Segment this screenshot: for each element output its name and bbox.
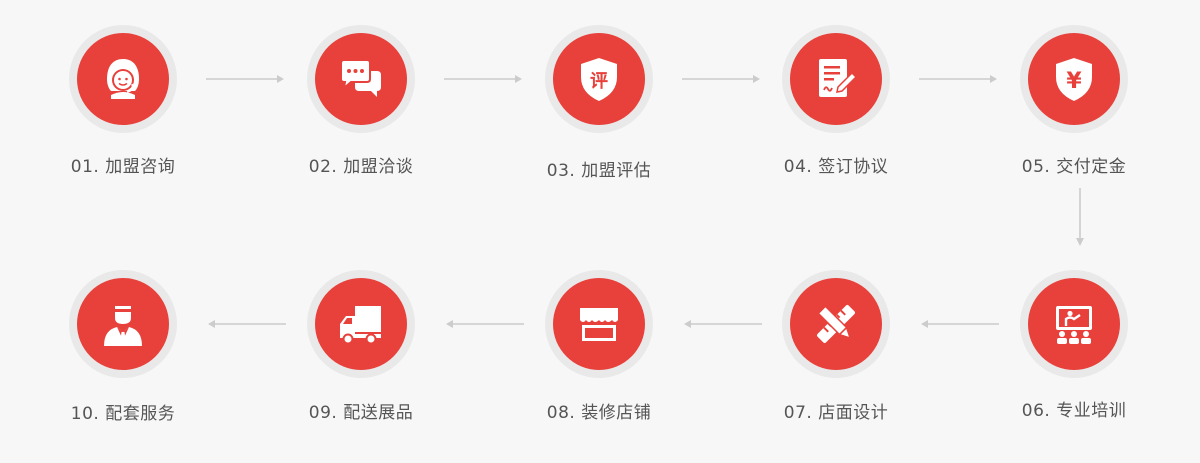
step-label: 10. 配套服务: [70, 404, 176, 424]
step-label: 08. 装修店铺: [546, 403, 652, 423]
arrow-left-icon: [208, 320, 286, 328]
arrow-left-icon: [684, 320, 762, 328]
service-staff-icon: [104, 306, 142, 346]
arrow-right-icon: [206, 75, 284, 83]
arrow-right-icon: [444, 75, 522, 83]
shield-badge-text: 评: [590, 71, 608, 92]
step-label: 07. 店面设计: [783, 403, 889, 423]
arrow-right-icon: [919, 75, 997, 83]
evaluation-shield-icon: 评: [581, 58, 617, 101]
step-label: 06. 专业培训: [1021, 401, 1127, 421]
pencil-ruler-icon: [817, 305, 855, 343]
storefront-icon: [580, 308, 618, 341]
step-label: 01. 加盟咨询: [70, 157, 176, 177]
chat-bubbles-icon: [340, 59, 381, 97]
step-label: 09. 配送展品: [308, 403, 414, 423]
arrow-right-icon: [682, 75, 760, 83]
step-label: 02. 加盟洽谈: [308, 157, 414, 177]
arrow-left-icon: [446, 320, 524, 328]
yen-shield-icon: ¥: [1056, 58, 1092, 101]
sign-contract-icon: [819, 59, 858, 97]
arrow-down-icon: [1076, 188, 1084, 246]
step-label: 03. 加盟评估: [546, 161, 652, 181]
customer-service-icon: [107, 59, 139, 99]
delivery-truck-icon: [340, 306, 381, 345]
step-label: 05. 交付定金: [1021, 157, 1127, 177]
shield-badge-text: ¥: [1066, 69, 1082, 94]
arrow-left-icon: [921, 320, 999, 328]
training-presentation-icon: [1056, 306, 1092, 344]
step-label: 04. 签订协议: [783, 157, 889, 177]
